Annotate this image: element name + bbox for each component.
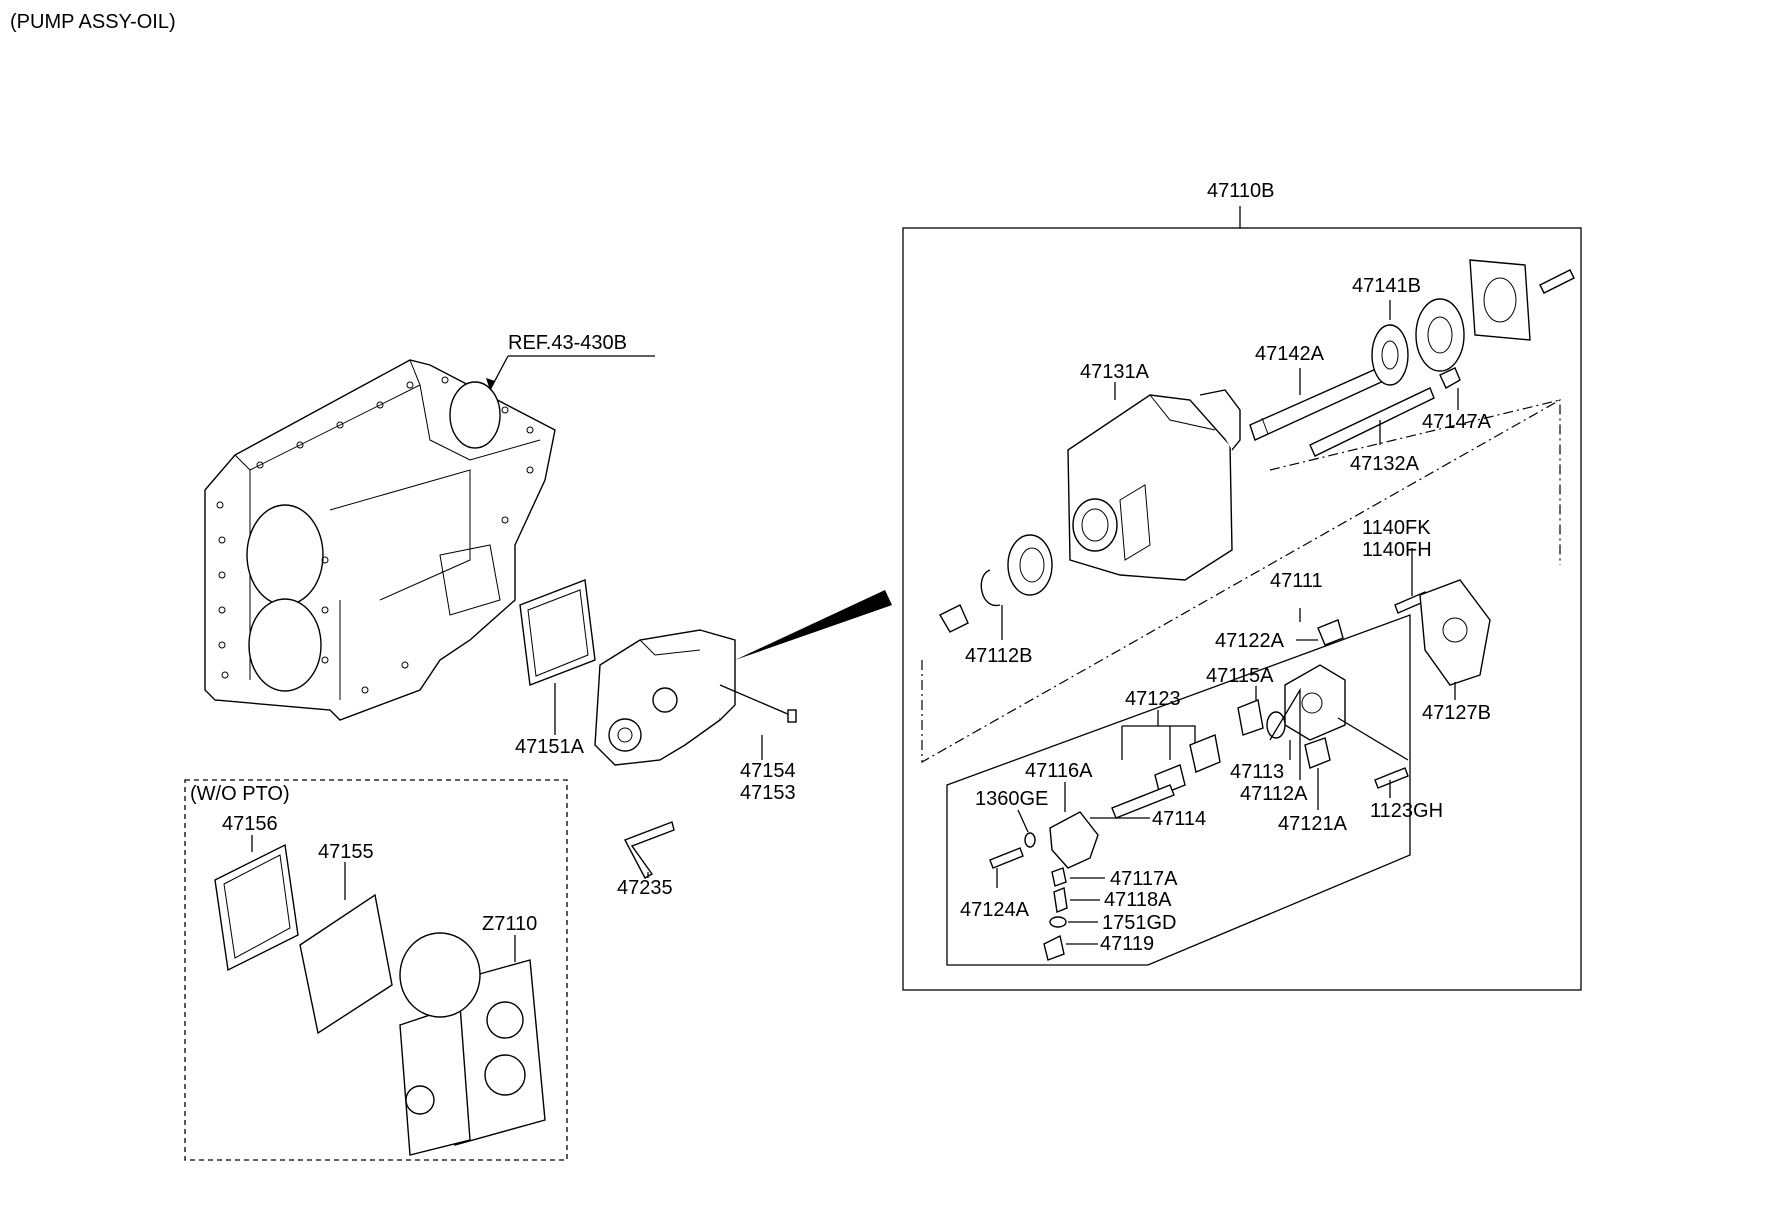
cover-47155 bbox=[299, 893, 393, 1035]
spool-47123 bbox=[1189, 734, 1221, 773]
label-47111: 47111 bbox=[1270, 570, 1323, 592]
label-47112b: 47112B bbox=[965, 645, 1032, 667]
label-47142a: 47142A bbox=[1255, 343, 1325, 365]
bolt-47124a bbox=[989, 847, 1024, 869]
label-47110b: 47110B bbox=[1207, 180, 1274, 202]
transmission-case bbox=[204, 359, 556, 721]
washer-1751gd bbox=[1049, 916, 1067, 928]
label-47113: 47113 bbox=[1230, 761, 1284, 783]
bolt-47119 bbox=[1043, 934, 1065, 961]
washer-1360ge bbox=[1024, 832, 1036, 848]
label-47114: 47114 bbox=[1152, 808, 1206, 830]
label-47151a: 47151A bbox=[515, 736, 585, 758]
cover-47127b bbox=[1419, 579, 1491, 686]
gasket-47151a bbox=[519, 579, 596, 686]
label-47235: 47235 bbox=[617, 877, 673, 899]
label-47115a: 47115A bbox=[1206, 665, 1274, 687]
bolt-1123gh bbox=[1374, 767, 1409, 789]
zoom-pointer bbox=[735, 590, 892, 660]
wo-pto-box bbox=[184, 779, 568, 1161]
label-1140fh: 1140FH bbox=[1362, 539, 1432, 561]
label-1360ge: 1360GE bbox=[975, 788, 1048, 810]
label-wo-pto: (W/O PTO) bbox=[190, 783, 290, 805]
spool-47114 bbox=[1111, 784, 1175, 819]
label-47155: 47155 bbox=[318, 841, 374, 863]
label-ref-43-430b: REF.43-430B bbox=[508, 332, 627, 354]
label-47141b: 47141B bbox=[1352, 275, 1421, 297]
label-47112a: 47112A bbox=[1240, 783, 1308, 805]
page-title: (PUMP ASSY-OIL) bbox=[10, 11, 176, 33]
label-47147a: 47147A bbox=[1422, 411, 1492, 433]
label-1751gd: 1751GD bbox=[1102, 912, 1177, 934]
label-47116a: 47116A bbox=[1025, 760, 1093, 782]
assembly-box-47110b bbox=[902, 227, 1582, 991]
label-47124a: 47124A bbox=[960, 899, 1030, 921]
dash-region-outline bbox=[921, 398, 1561, 764]
pump-housing-47131a bbox=[1067, 389, 1241, 581]
label-47117a: 47117A bbox=[1110, 868, 1178, 890]
label-47153: 47153 bbox=[740, 782, 796, 804]
ring-47115a bbox=[1237, 699, 1264, 736]
label-47118a: 47118A bbox=[1104, 889, 1172, 911]
bracket-47235 bbox=[624, 821, 675, 879]
gasket-47156 bbox=[214, 843, 299, 972]
label-47127b: 47127B bbox=[1422, 702, 1491, 724]
label-47121a: 47121A bbox=[1278, 813, 1348, 835]
label-47156: 47156 bbox=[222, 813, 278, 835]
label-1140fk: 1140FK bbox=[1362, 517, 1431, 539]
plunger-47117a bbox=[1051, 867, 1067, 887]
plug-47147a bbox=[1439, 367, 1461, 389]
fitting-47121a bbox=[1304, 737, 1331, 769]
plug-47122a bbox=[1317, 619, 1344, 646]
pto-unit-z7110 bbox=[399, 932, 546, 1156]
label-47123: 47123 bbox=[1125, 688, 1181, 710]
label-47132a: 47132A bbox=[1350, 453, 1420, 475]
pump-assembly-small bbox=[594, 629, 736, 766]
label-47154: 47154 bbox=[740, 760, 796, 782]
seal-ring bbox=[939, 534, 1053, 633]
housing-47116a bbox=[1049, 811, 1099, 869]
gear-47141b bbox=[1371, 298, 1465, 386]
label-z7110: Z7110 bbox=[482, 913, 537, 935]
label-47122a: 47122A bbox=[1215, 630, 1285, 652]
label-47119: 47119 bbox=[1100, 933, 1154, 955]
flange-plate bbox=[1469, 259, 1575, 341]
label-47131a: 47131A bbox=[1080, 361, 1150, 383]
shaft-47132a bbox=[1309, 387, 1435, 457]
spring-47118a bbox=[1053, 887, 1068, 913]
ring-47113 bbox=[1266, 711, 1286, 739]
label-1123gh: 1123GH bbox=[1370, 800, 1443, 822]
assembly-box-47111 bbox=[946, 614, 1411, 966]
valve-body bbox=[1284, 664, 1346, 741]
